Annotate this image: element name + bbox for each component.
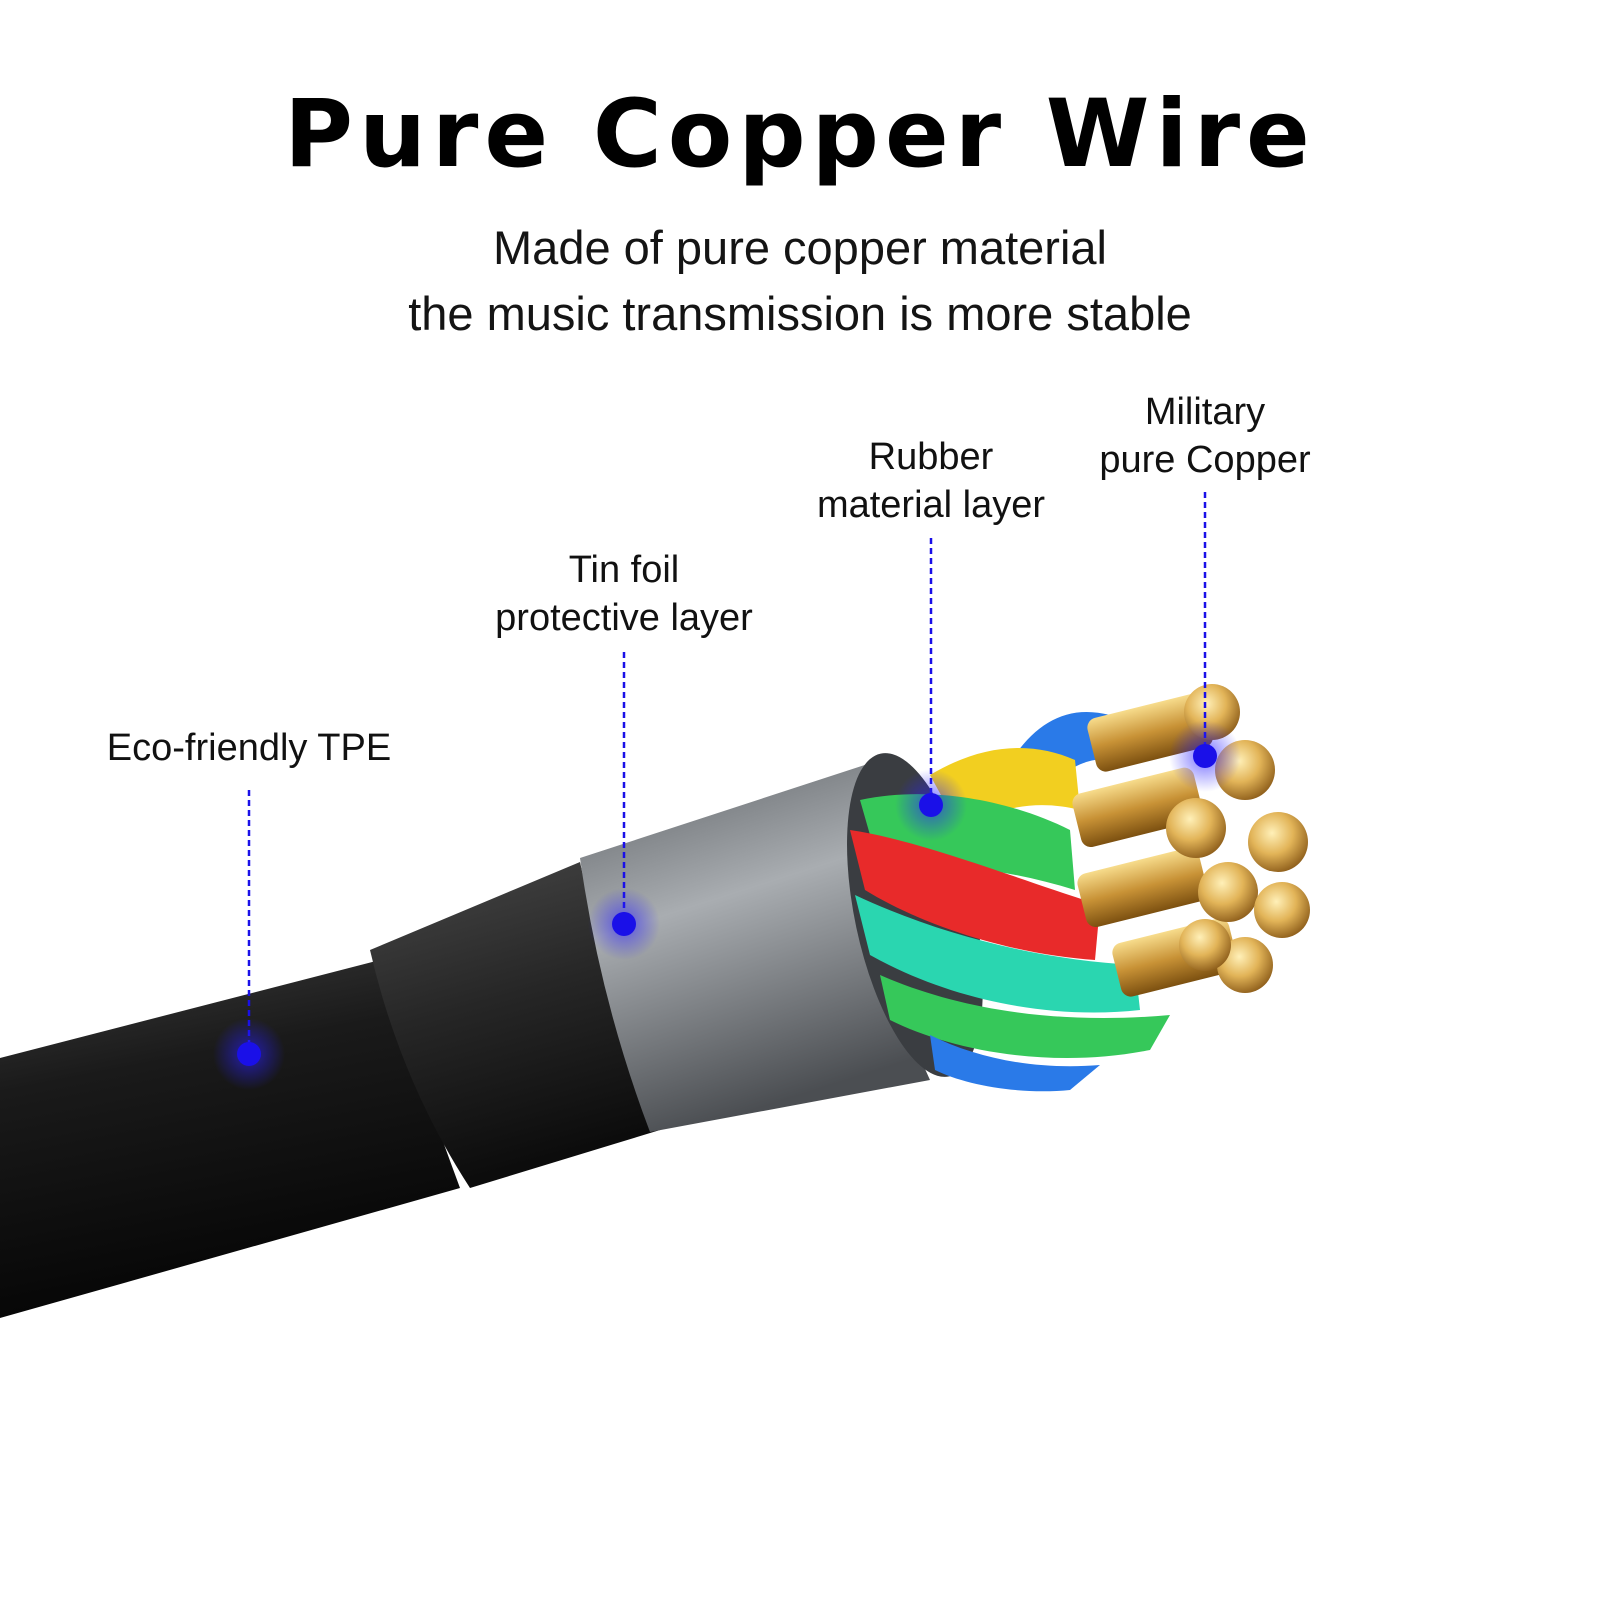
callout-marker-tpe — [213, 790, 285, 1090]
callout-label-tin-foil: Tin foil protective layer — [474, 546, 774, 642]
callout-label-copper: Military pure Copper — [1055, 388, 1355, 484]
tin-foil-layer — [580, 760, 930, 1132]
page-title: Pure Copper Wire — [284, 80, 1316, 189]
callout-marker-tin-foil — [588, 652, 660, 960]
inner-sleeve — [370, 862, 660, 1188]
outer-jacket-tpe — [0, 960, 460, 1318]
callout-label-tpe-line-1: Eco-friendly TPE — [106, 727, 392, 769]
subtitle-line-2: the music transmission is more stable — [408, 287, 1192, 340]
callout-label-copper-line-1: Military — [1144, 391, 1266, 433]
callout-label-rubber-line-2: material layer — [816, 484, 1046, 526]
callout-label-copper-line-2: pure Copper — [1099, 439, 1311, 481]
insulated-wires — [850, 711, 1170, 1092]
callout-label-tpe: Eco-friendly TPE — [99, 724, 399, 772]
callout-label-tin-foil-line-1: Tin foil — [568, 549, 680, 591]
callout-marker-copper — [1169, 492, 1241, 792]
callout-marker-rubber — [895, 538, 967, 841]
callout-label-tin-foil-line-2: protective layer — [495, 597, 753, 639]
callout-label-rubber-line-1: Rubber — [868, 436, 994, 478]
callout-label-rubber: Rubber material layer — [781, 433, 1081, 529]
subtitle-line-1: Made of pure copper material — [493, 221, 1107, 274]
